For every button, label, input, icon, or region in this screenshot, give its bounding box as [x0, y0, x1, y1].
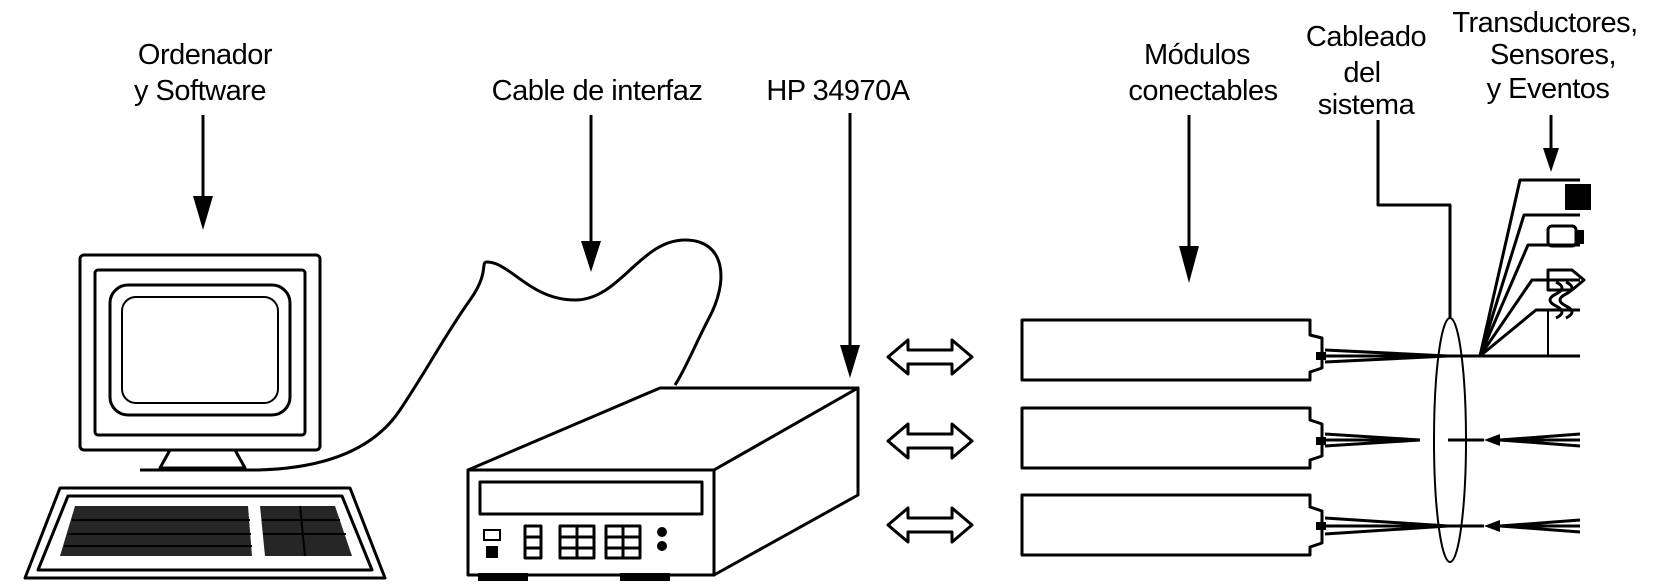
double-arrow-bottom: [886, 506, 974, 544]
interface-cable: [257, 238, 723, 472]
label-wiring-line3: sistema: [1318, 89, 1416, 121]
pointer-arrow-computer: [193, 115, 213, 230]
computer-icon: [23, 253, 387, 580]
double-arrow-top: [886, 338, 974, 376]
label-computer-line1: Ordenador: [138, 39, 273, 71]
plugin-module-1: [1020, 318, 1449, 382]
pointer-arrow-transducers: [1543, 115, 1559, 172]
pointer-line-wiring: [1376, 120, 1452, 318]
label-cable: Cable de interfaz: [492, 75, 703, 107]
plugin-module-2: [1020, 406, 1421, 470]
pointer-arrow-modules: [1179, 115, 1199, 283]
label-computer-line2: y Software: [134, 75, 266, 107]
sensor-fan-icon: [1448, 178, 1591, 358]
label-modules-line2: conectables: [1128, 75, 1277, 107]
label-instrument: HP 34970A: [766, 75, 910, 107]
label-transducers-line3: y Eventos: [1487, 73, 1610, 105]
label-transducers-line1: Transductores,: [1452, 7, 1637, 39]
label-transducers-line2: Sensores,: [1490, 39, 1616, 71]
double-arrow-middle: [886, 422, 974, 460]
plugin-module-3: [1020, 493, 1449, 557]
label-modules-line1: Módulos: [1144, 39, 1250, 71]
label-wiring-line2: del: [1343, 57, 1380, 89]
label-wiring-line1: Cableado: [1306, 21, 1426, 53]
wiring-right-middle: [1484, 432, 1581, 448]
wiring-right-bottom: [1448, 518, 1581, 534]
instrument-hp34970a: [466, 386, 860, 581]
pointer-arrow-cable: [581, 115, 601, 272]
pointer-arrow-instrument: [840, 113, 860, 378]
